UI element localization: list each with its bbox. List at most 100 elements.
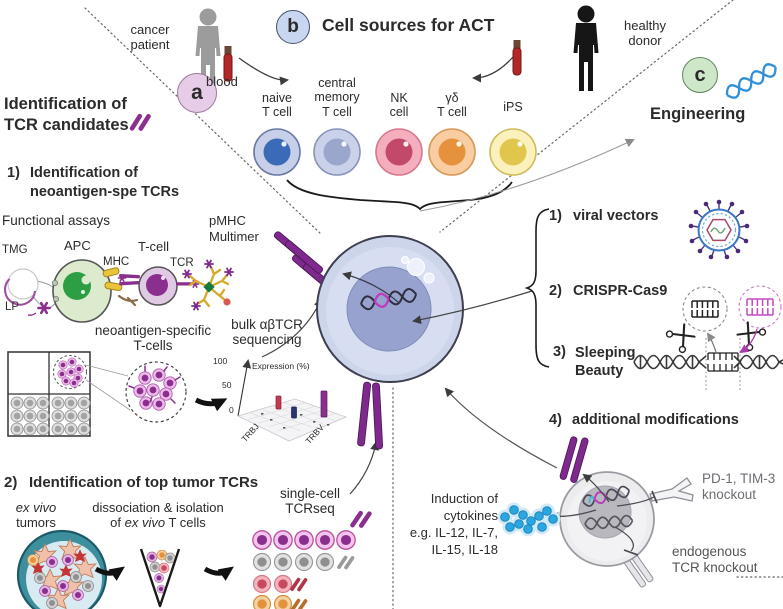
nk-cell-icon [375, 128, 423, 176]
modified-t-cell [549, 436, 694, 588]
costim-receptor-icon [117, 294, 139, 307]
method-1-label: viral vectors [573, 208, 659, 224]
panel-b-badge: b [276, 10, 310, 44]
expression-chart [236, 359, 348, 442]
source-cells [253, 128, 537, 176]
method-3-number: 3) [553, 344, 566, 360]
tmg-circle-icon [7, 268, 39, 300]
lp-label: LP [5, 301, 20, 313]
engineering-brace [524, 208, 550, 368]
tcr-icon [289, 574, 309, 596]
arrow-engineering-to-nucleus [412, 290, 533, 325]
blood-vial-icon [512, 40, 522, 76]
step2-title: Identification of top tumor TCRs [29, 474, 259, 491]
tmg-arc [4, 278, 36, 306]
dna-helix-icon [580, 484, 632, 509]
divider-right-diagonal [439, 0, 734, 233]
pmhc-multimer-icon [182, 259, 234, 311]
method-2-label: CRISPR-Cas9 [573, 283, 668, 299]
arrow-cells-to-engineering [419, 138, 635, 212]
gamma-delta-t-cell-icon [428, 128, 476, 176]
section-dividers [84, 0, 783, 609]
panel-c-badge-letter: c [694, 63, 706, 86]
zoomed-tcell-cluster [128, 365, 181, 411]
mhc-icon [102, 267, 123, 292]
cytokine-dots-icon [497, 502, 561, 537]
chart-tick-100: 100 [213, 356, 228, 366]
single-cell-grid [252, 506, 373, 609]
arrow-singlecell-to-cell [349, 441, 379, 495]
central-t-cell [273, 231, 464, 450]
brace-under-source-cells [286, 179, 513, 211]
dissociation-label: dissociation & isolation of ex vivo T ce… [92, 500, 224, 530]
central-memory-t-cell-icon [313, 128, 361, 176]
panel-a-badge-letter: a [191, 81, 203, 104]
arrow-donor-blood-to-cells [472, 56, 514, 83]
well-plate-graphic [7, 351, 228, 437]
bar-red [275, 395, 282, 410]
arrow-wells-to-chart [194, 397, 228, 412]
tcr-icon [349, 506, 373, 533]
tmg-label: TMG [2, 244, 28, 256]
divider-left-diagonal [84, 7, 323, 236]
panel-b-badge-letter: b [287, 16, 299, 37]
arrow-tumor-to-funnel [94, 566, 125, 581]
healthy-donor-icon [573, 5, 599, 91]
inserted-comb-icon [707, 352, 739, 372]
genome-dna-icon [633, 354, 783, 370]
panel-c-badge: c [682, 57, 718, 93]
ips-cell-icon [489, 128, 537, 176]
tcr-icon [289, 595, 309, 609]
pd1-receptor-icon [649, 477, 694, 502]
tcr-label: TCR [170, 257, 194, 269]
virus-icon [688, 199, 750, 260]
crispr-graphic [633, 285, 783, 392]
arrow-nucleus-to-tcr [342, 271, 400, 304]
positive-well-circle [53, 355, 87, 389]
functional-assay-graphic [4, 259, 234, 323]
dna-blue-icon [722, 60, 780, 102]
panel-a-badge: a [177, 73, 217, 113]
chart-ylabel: Expression (%) [252, 361, 310, 371]
arrow-patient-blood-to-cells [238, 57, 289, 86]
step2-number: 2) [4, 474, 18, 491]
arrow-funnel-to-singlecell [203, 566, 234, 581]
blood-vial-icon [223, 46, 233, 82]
tcr-icon [336, 552, 356, 574]
t-cell-label: T-cell [138, 239, 170, 254]
naive-t-cell-icon [253, 128, 301, 176]
funnel-icon [139, 548, 181, 608]
method-2-number: 2) [549, 283, 562, 299]
ips-label: iPS [503, 100, 523, 114]
method-4-number: 4) [549, 412, 562, 428]
panel-b-title: Cell sources for ACT [322, 15, 495, 35]
apc-label: APC [64, 238, 91, 253]
chart-tick-0: 0 [229, 405, 234, 415]
method-1-number: 1) [549, 208, 562, 224]
arrow-modifications-to-cell [444, 387, 558, 469]
tcr-icon [128, 109, 152, 136]
nucleus [346, 266, 432, 352]
method-4-label: additional modifications [572, 412, 739, 428]
chart-tick-50: 50 [222, 380, 232, 390]
bar-purple [320, 390, 328, 418]
ex-vivo-tumor-icon [16, 529, 108, 609]
step1-number: 1) [7, 165, 20, 181]
red-label-dot [223, 298, 231, 306]
